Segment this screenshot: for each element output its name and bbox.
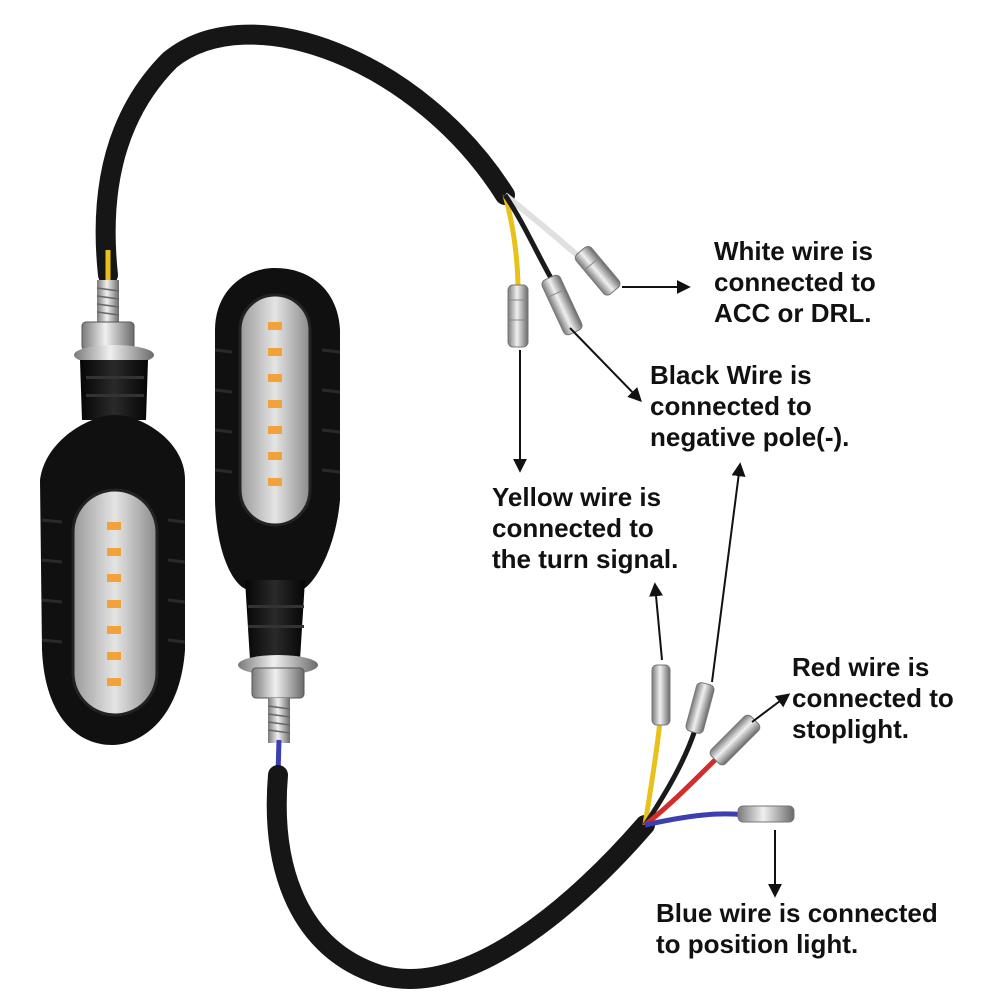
- left-lamp-leds: [107, 522, 121, 686]
- white-wire-label-line-2: connected to: [714, 267, 876, 297]
- black-connector-top: [541, 274, 583, 336]
- top-cable: [95, 24, 515, 285]
- bottom-blue-wire: [644, 811, 746, 828]
- yellow-wire-label-line-1: Yellow wire is: [492, 482, 662, 512]
- white-wire-label: White wire is connected to ACC or DRL.: [714, 236, 876, 329]
- blue-wire-label-line-1: Blue wire is connected: [656, 898, 938, 928]
- bottom-red-wire: [643, 753, 722, 827]
- arrow-red: [751, 693, 791, 723]
- top-black-wire: [502, 193, 558, 287]
- blue-connector-bottom: [737, 805, 795, 823]
- black-wire-label-line-3: negative pole(-).: [650, 422, 850, 452]
- arrow-black-bottom: [711, 462, 746, 683]
- arrow-yellow-bottom: [649, 582, 664, 661]
- yellow-wire-label-line-3: the turn signal.: [492, 544, 679, 574]
- red-wire-label-line-1: Red wire is: [792, 652, 930, 682]
- right-turn-signal-lamp: [214, 268, 341, 743]
- yellow-connector-top: [507, 284, 529, 348]
- blue-wire-label: Blue wire is connected to position light…: [656, 898, 938, 960]
- yellow-wire-label: Yellow wire is connected to the turn sig…: [492, 482, 678, 575]
- white-connector-top: [574, 245, 621, 296]
- red-wire-label: Red wire is connected to stoplight.: [792, 652, 954, 745]
- red-wire-label-line-2: connected to: [792, 683, 954, 713]
- white-wire-label-line-1: White wire is: [714, 236, 873, 266]
- yellow-connector-bottom: [651, 664, 671, 726]
- left-turn-signal-lamp: [40, 280, 186, 745]
- black-wire-label: Black Wire is connected to negative pole…: [650, 360, 849, 453]
- black-wire-label-line-1: Black Wire is: [650, 360, 812, 390]
- arrow-black-top: [569, 327, 642, 403]
- white-wire-label-line-3: ACC or DRL.: [714, 298, 872, 328]
- right-lamp-leds: [268, 322, 282, 486]
- blue-wire-label-line-2: to position light.: [656, 929, 859, 959]
- red-wire-label-line-3: stoplight.: [792, 714, 909, 744]
- bottom-black-wire: [642, 729, 698, 827]
- black-connector-bottom: [685, 682, 715, 734]
- black-wire-label-line-2: connected to: [650, 391, 812, 421]
- bottom-cable: [266, 765, 655, 989]
- yellow-wire-label-line-2: connected to: [492, 513, 654, 543]
- bottom-yellow-wire: [642, 719, 663, 826]
